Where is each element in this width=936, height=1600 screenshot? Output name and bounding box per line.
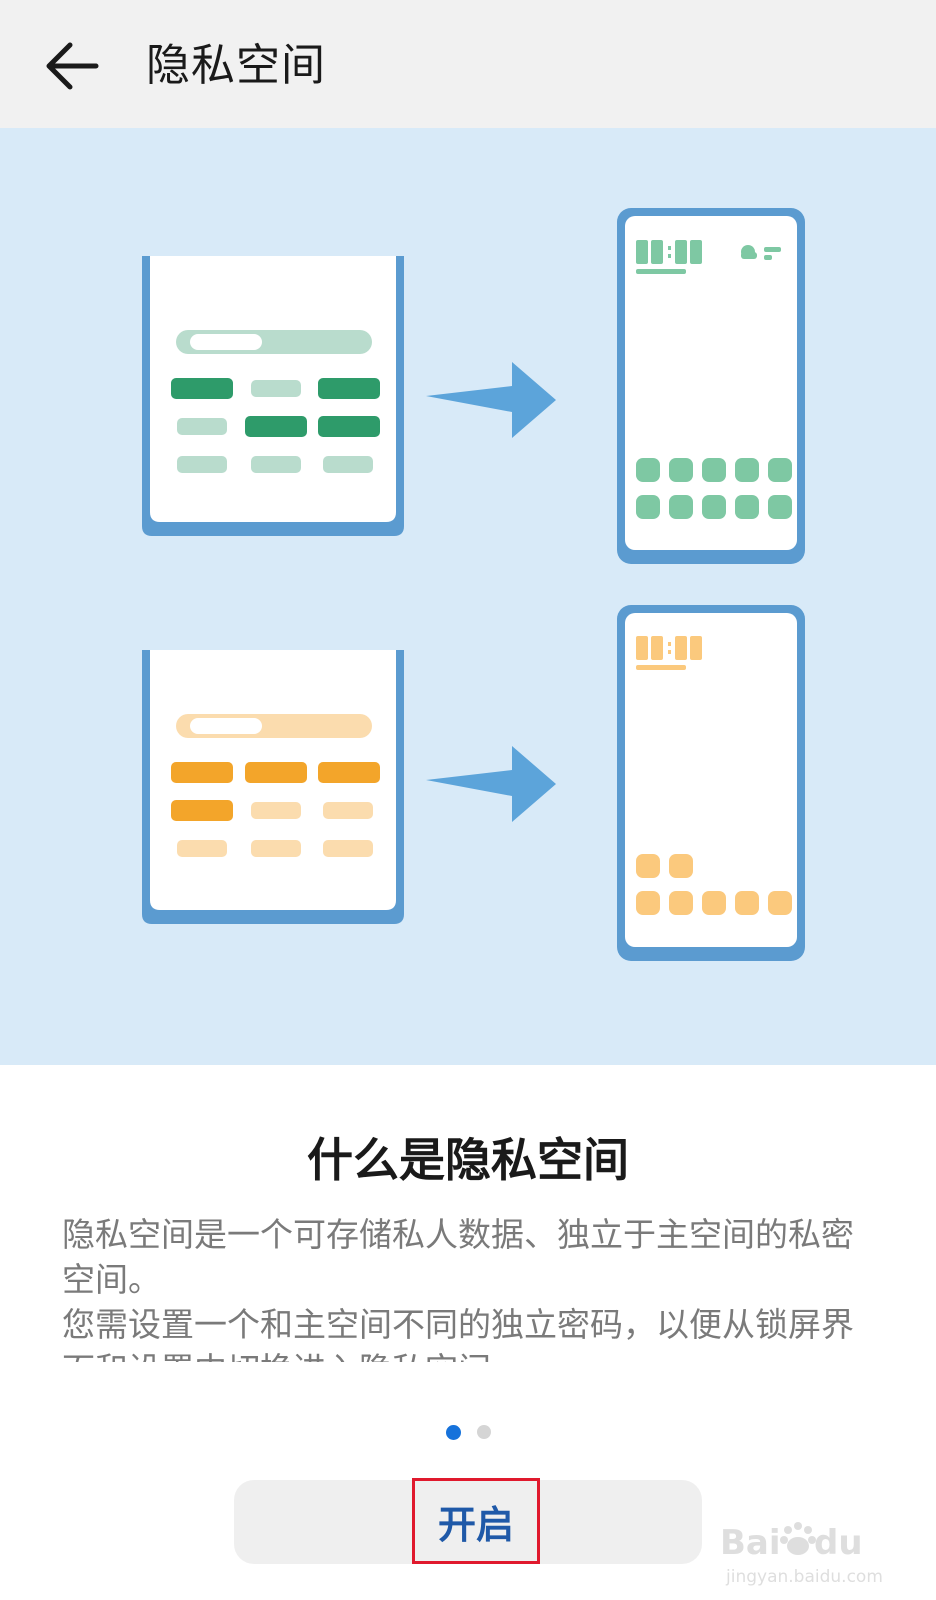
description-line: 隐私空间是一个可存储私人数据、独立于主空间的私密 — [62, 1215, 854, 1254]
main-space-settings-card — [142, 256, 404, 536]
private-space-illustration — [142, 208, 805, 961]
arrow-right-top — [426, 362, 556, 438]
back-button[interactable] — [36, 34, 108, 98]
feature-description: 隐私空间是一个可存储私人数据、独立于主空间的私密 空间。 您需设置一个和主空间不… — [62, 1212, 882, 1362]
page-dot[interactable] — [476, 1425, 491, 1439]
private-space-settings-card — [142, 650, 404, 924]
description-line: 面和设置中切换进入隐私空间。 — [62, 1347, 882, 1362]
arrow-right-bottom — [426, 746, 556, 822]
page-indicator — [0, 1422, 936, 1442]
svg-text:jingyan.baidu.com: jingyan.baidu.com — [725, 1567, 883, 1587]
main-space-phone — [617, 208, 805, 564]
description-line: 您需设置一个和主空间不同的独立密码，以便从锁屏界 — [62, 1305, 854, 1344]
feature-illustration — [0, 128, 936, 1065]
page-dot-active[interactable] — [445, 1424, 461, 1440]
feature-title: 什么是隐私空间 — [307, 1133, 629, 1187]
description-line: 空间。 — [62, 1260, 161, 1299]
svg-text:Bai: Bai — [720, 1523, 781, 1563]
svg-text:du: du — [814, 1523, 863, 1563]
enable-button[interactable]: 开启 — [234, 1478, 702, 1564]
top-app-bar: 隐私空间 — [0, 0, 936, 128]
enable-button-label: 开启 — [412, 1478, 540, 1564]
baidu-logo-icon: Bai du jingyan.baidu.com — [720, 1522, 883, 1587]
page-title: 隐私空间 — [146, 40, 326, 91]
baidu-jingyan-watermark: Bai du jingyan.baidu.com — [720, 1510, 910, 1590]
private-space-phone — [617, 605, 805, 961]
arrow-left-icon — [46, 42, 99, 90]
